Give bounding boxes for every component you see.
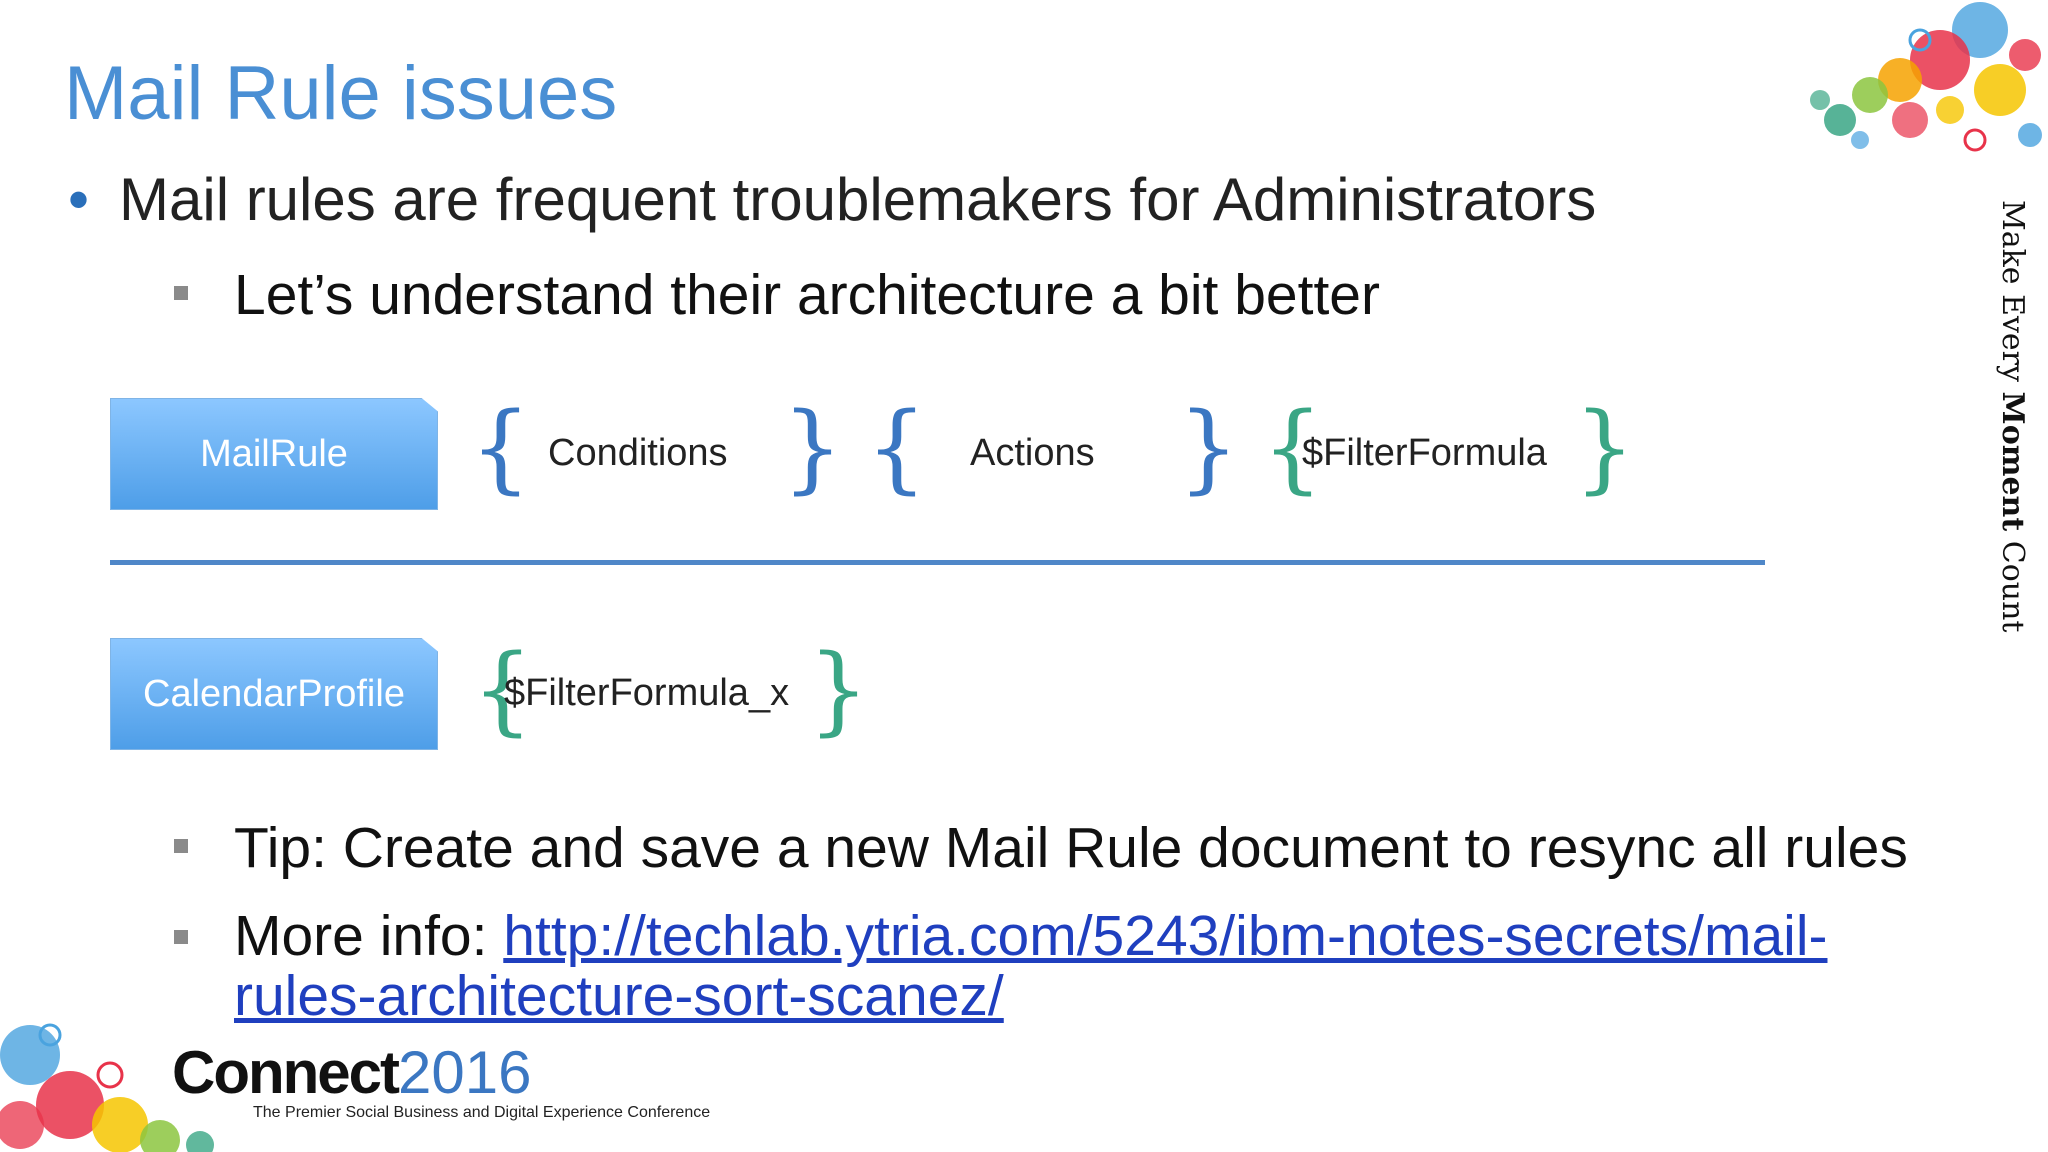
side-tagline-pre: Make Every xyxy=(1995,200,2030,392)
bullet-main: • Mail rules are frequent troublemakers f… xyxy=(68,165,1596,234)
close-brace-icon: } xyxy=(1178,392,1240,504)
more-info-link-line1[interactable]: http://techlab.ytria.com/5243/ibm-notes-… xyxy=(503,904,1828,968)
filterformula-x-label: $FilterFormula_x xyxy=(504,672,790,714)
square-bullet-icon xyxy=(174,286,188,300)
close-brace-icon: } xyxy=(1574,392,1636,504)
open-brace-icon: { xyxy=(470,392,532,504)
logo-year: 2016 xyxy=(398,1039,532,1106)
conditions-label: Conditions xyxy=(548,432,728,474)
sub-bullet-architecture: Let’s understand their architecture a bi… xyxy=(174,262,1380,328)
open-brace-icon: { xyxy=(472,634,534,746)
logo-word: Connect xyxy=(172,1039,400,1106)
sub-bullet-tip: Tip: Create and save a new Mail Rule doc… xyxy=(174,815,1908,881)
slide-title: Mail Rule issues xyxy=(64,51,618,136)
calendarprofile-box: CalendarProfile xyxy=(110,638,438,750)
square-bullet-icon xyxy=(174,930,188,944)
conference-tagline: The Premier Social Business and Digital … xyxy=(253,1104,711,1121)
decorative-bubbles-top-right xyxy=(1810,2,2042,152)
bullet-dot-icon: • xyxy=(68,166,90,233)
decorative-bubbles-bottom-left xyxy=(0,1023,214,1152)
mailrule-box: MailRule xyxy=(110,398,438,510)
sub-bullet-more-info: More info: http://techlab.ytria.com/5243… xyxy=(174,906,1827,1026)
more-info-link-line2[interactable]: rules-architecture-sort-scanez/ xyxy=(234,964,1004,1028)
open-brace-icon: { xyxy=(1262,392,1324,504)
side-tagline: Make Every Moment Count xyxy=(1990,200,2030,632)
filterformula-label: $FilterFormula xyxy=(1302,432,1547,474)
sub-bullet-text: Let’s understand their architecture a bi… xyxy=(234,263,1380,327)
connect-logo: Connect2016 xyxy=(172,1038,531,1107)
side-tagline-bold: Moment xyxy=(1995,391,2030,532)
square-bullet-icon xyxy=(174,839,188,853)
close-brace-icon: } xyxy=(782,392,844,504)
bullet-main-text: Mail rules are frequent troublemakers fo… xyxy=(119,166,1597,233)
actions-label: Actions xyxy=(970,432,1095,474)
more-info-label: More info: xyxy=(234,904,504,968)
tip-text: Tip: Create and save a new Mail Rule doc… xyxy=(234,816,1908,880)
close-brace-icon: } xyxy=(808,634,870,746)
side-tagline-post: Count xyxy=(1995,531,2030,633)
divider-line xyxy=(110,560,1765,565)
open-brace-icon: { xyxy=(866,392,928,504)
